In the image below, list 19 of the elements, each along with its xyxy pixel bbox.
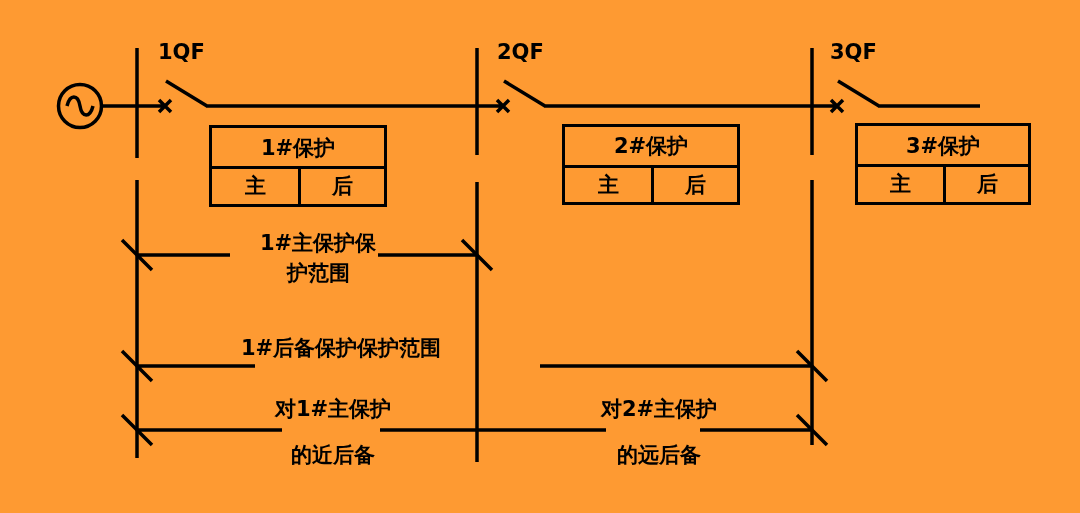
range-label: 1#主保护保护范围 — [258, 230, 378, 287]
protection-table — [562, 124, 740, 205]
range-label: 对1#主保护的近后备 — [273, 396, 393, 469]
range-label: 1#后备保护保护范围 — [241, 335, 442, 362]
breaker-label: 3QF — [830, 40, 877, 64]
protection-table — [209, 125, 387, 207]
table-heading: 3#保护 — [905, 134, 981, 158]
table-heading: 1#保护 — [260, 136, 336, 160]
range-label: 对2#主保护的远后备 — [599, 396, 719, 469]
table-cell: 后 — [298, 166, 384, 204]
table-cell: 后 — [943, 164, 1028, 202]
breaker-label: 2QF — [497, 40, 544, 64]
protection-table — [855, 123, 1031, 205]
table-cell: 主 — [858, 164, 943, 202]
table-heading: 2#保护 — [613, 134, 689, 158]
table-cell: 后 — [651, 164, 737, 202]
table-cell: 主 — [565, 164, 651, 202]
breaker-label: 1QF — [158, 40, 205, 64]
table-cell: 主 — [212, 166, 298, 204]
